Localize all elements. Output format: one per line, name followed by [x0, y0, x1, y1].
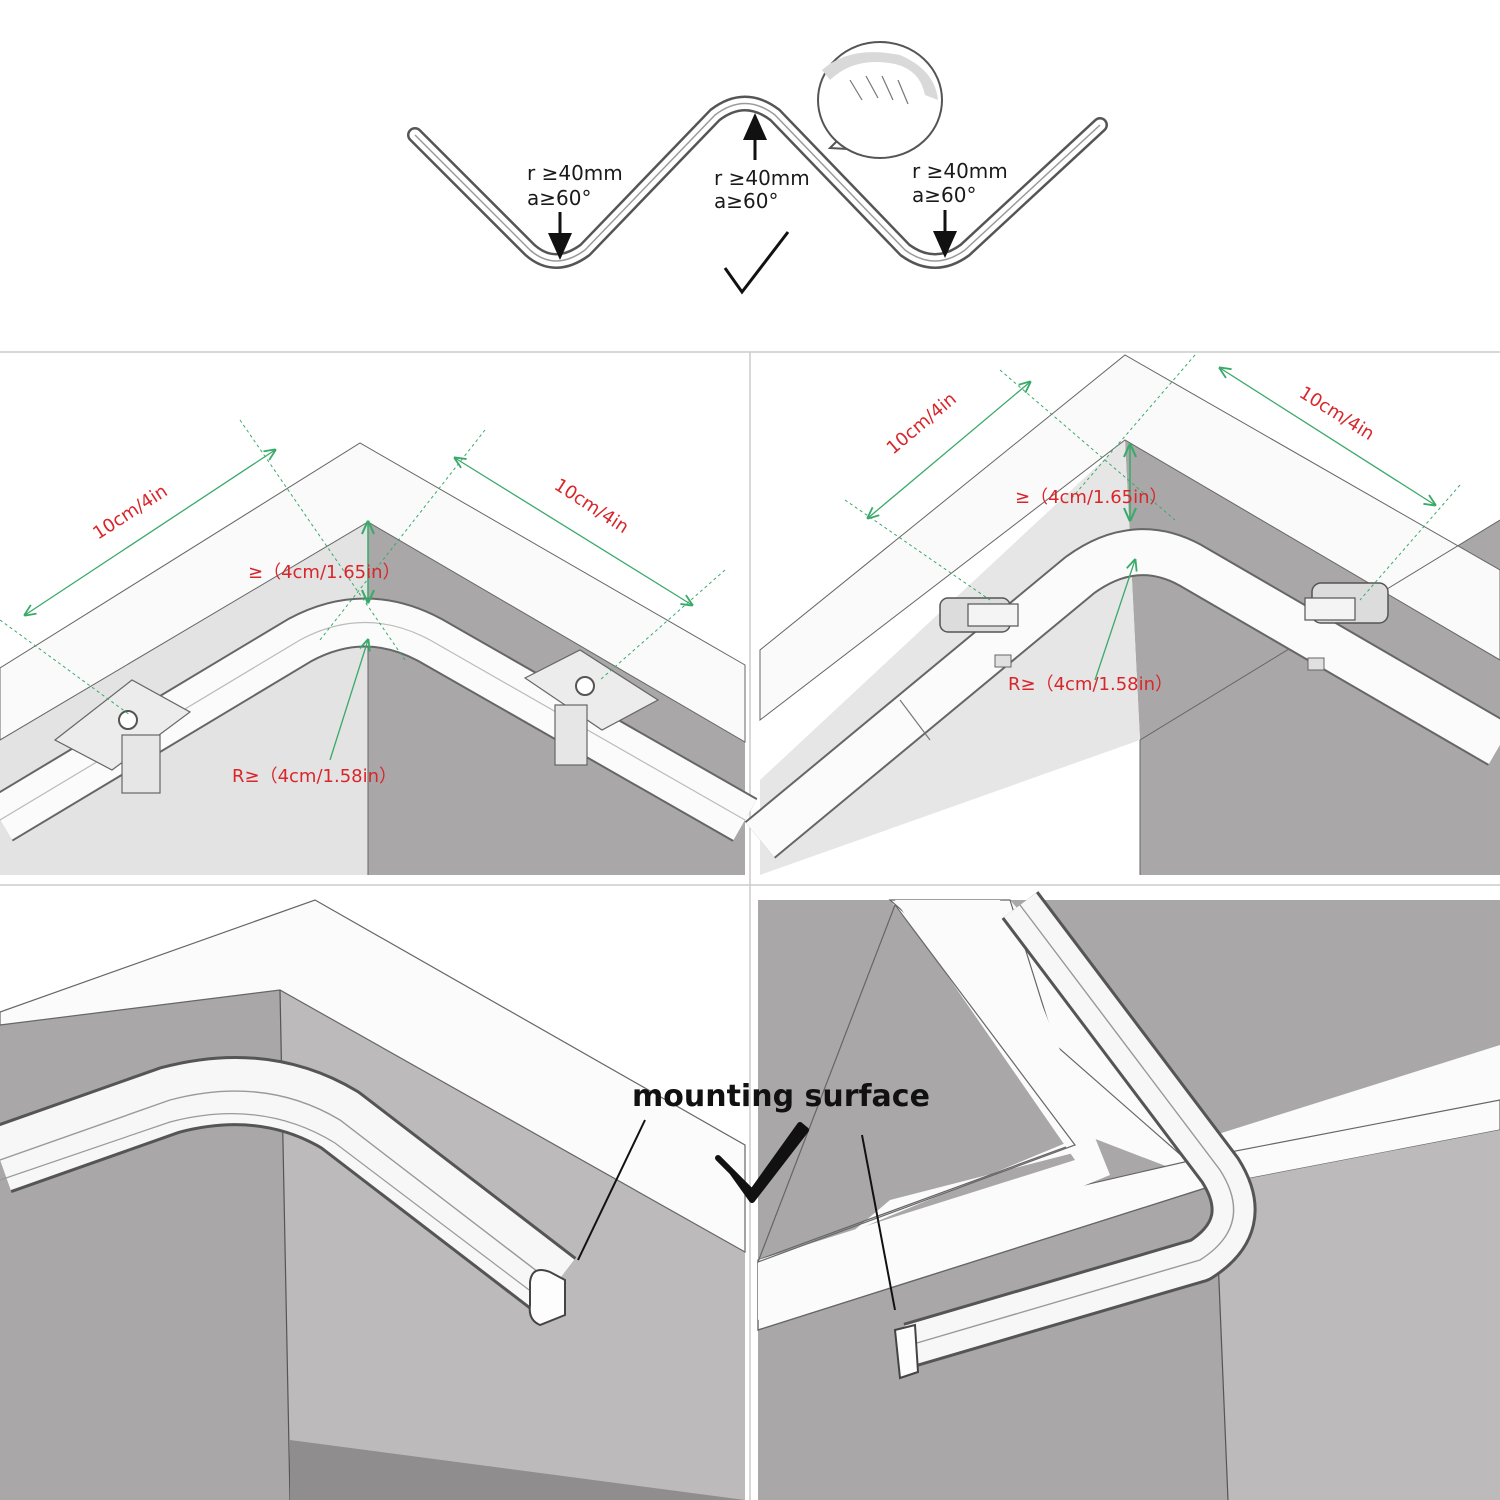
mounting-surface-label: mounting surface [632, 1079, 930, 1114]
mounting-pointer-right [861, 1134, 896, 1311]
clip-gap-label: ≥（4cm/1.65in） [248, 562, 401, 583]
rail-end-profile-right [893, 1323, 920, 1380]
rail-end-profile [528, 1269, 566, 1327]
bracket-left-length-label: 10cm/4in [883, 389, 961, 459]
bracket-radius-label: R≥（4cm/1.58in） [1008, 674, 1173, 695]
mounting-pointer-left [577, 1119, 646, 1261]
clip-radius-label: R≥（4cm/1.58in） [232, 766, 397, 787]
checkmark-icon [723, 231, 790, 295]
bracket-corner-panel: 10cm/4in 10cm/4in ≥（4cm/1.65in） R≥（4cm/1… [744, 354, 1500, 875]
mounted-rail-panel-left [0, 899, 746, 1500]
middle-angle-label: a≥60° [714, 189, 778, 213]
middle-radius-label: r ≥40mm [714, 166, 810, 190]
wave-bend-section: r ≥40mm a≥60° r ≥40mm a≥60° r ≥40mm a≥60… [407, 41, 1108, 295]
right-radius-label: r ≥40mm [912, 159, 1008, 183]
mounting-bracket-right [1304, 582, 1389, 671]
clip-left-length-label: 10cm/4in [89, 481, 171, 545]
checkmark-icon-bottom [715, 1122, 809, 1203]
bracket-gap-label: ≥（4cm/1.65in） [1015, 487, 1168, 508]
right-angle-label: a≥60° [912, 183, 976, 207]
left-angle-label: a≥60° [527, 186, 591, 210]
mounted-rail-panel-right [756, 891, 1500, 1500]
mounting-clip-right [523, 649, 660, 766]
clip-corner-panel: 10cm/4in 10cm/4in ≥（4cm/1.65in） R≥（4cm/1… [0, 419, 758, 875]
clip-right-length-label: 10cm/4in [550, 475, 632, 539]
left-radius-label: r ≥40mm [527, 161, 623, 185]
detail-magnifier [817, 41, 943, 159]
mounting-bracket-left [939, 597, 1019, 668]
mounting-clip-left [53, 679, 192, 794]
bracket-right-length-label: 10cm/4in [1295, 382, 1378, 444]
